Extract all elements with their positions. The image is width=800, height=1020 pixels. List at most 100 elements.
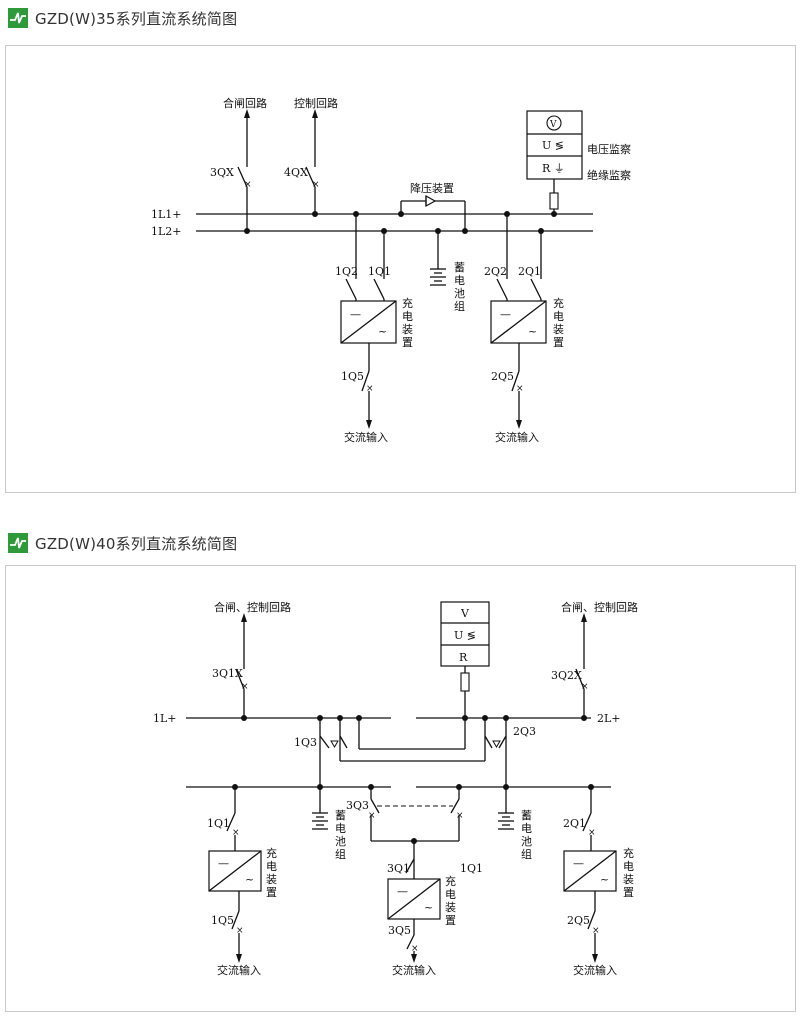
diagram-panel-40: 1L+ 2L+ × 3Q1X 合闸、控制回路 × 3Q2X 合闸、控制回路 (5, 565, 796, 1012)
arrow-down-icon (516, 420, 522, 429)
green-lightning-logo (8, 533, 28, 553)
dc-symbol: — (500, 308, 511, 321)
dc-symbol: — (218, 857, 229, 870)
switch-2q1-label: 2Q1 (518, 265, 541, 278)
arrow-up-icon (581, 613, 587, 622)
charger-char-3: 装 (553, 323, 564, 336)
charger-char-2: 电 (553, 310, 564, 323)
feeder-right: × 3Q2X 合闸、控制回路 (551, 600, 638, 721)
charger-char-3: 装 (623, 873, 634, 886)
battery-char-3: 池 (454, 287, 465, 300)
ac-symbol: ~ (245, 873, 254, 886)
battery-char-3: 池 (521, 835, 532, 848)
switch-2q3-label: 2Q3 (513, 725, 536, 738)
charger-1: × 1Q1 — ~ 充 电 装 置 × 1Q5 交流输入 (207, 784, 277, 977)
feeder-left: × 3Q1X 合闸、控制回路 (212, 600, 291, 721)
switch-4qx-label: 4QX (284, 166, 308, 179)
charger-char-4: 置 (402, 336, 413, 349)
svg-text:×: × (592, 926, 600, 936)
battery-bank: 蓄 电 池 组 (430, 228, 465, 313)
circuit-diagram-40: 1L+ 2L+ × 3Q1X 合闸、控制回路 × 3Q2X 合闸、控制回路 (153, 600, 638, 977)
svg-text:×: × (456, 811, 464, 821)
bus-1l2-label: 1L2+ (151, 225, 182, 238)
charger-3: 3Q1 1Q1 — ~ 充 电 装 置 × 3Q5 交流输入 (387, 841, 483, 977)
arrow-up-icon (312, 109, 318, 118)
control-circuit-label: 控制回路 (294, 96, 338, 110)
green-lightning-logo (8, 8, 28, 28)
charger-char-4: 置 (266, 886, 277, 899)
switch-3q1x-label: 3Q1X (212, 667, 243, 680)
charger-char-1: 充 (623, 846, 634, 860)
battery-char-4: 组 (335, 847, 346, 861)
bus-1l1-label: 1L1+ (151, 208, 182, 221)
charger-char-1: 充 (266, 846, 277, 860)
monitor-u-label: U ≶ (454, 629, 476, 642)
arrow-down-icon (411, 954, 417, 963)
battery-char-2: 电 (521, 822, 532, 835)
svg-text:×: × (241, 682, 249, 692)
monitor-r-label: R ⏚ (542, 162, 565, 175)
dc-symbol: — (397, 885, 408, 898)
arrow-down-icon (592, 954, 598, 963)
battery-char-1: 蓄 (521, 809, 532, 822)
charger-char-4: 置 (623, 886, 634, 899)
monitor-v-label: V (460, 607, 470, 620)
charger-2: 2Q2 2Q1 — ~ 充 电 装 置 × 2Q5 交流输入 (484, 211, 564, 444)
svg-text:×: × (236, 926, 244, 936)
charger-char-2: 电 (266, 860, 277, 873)
monitor-r-label: R (459, 651, 468, 664)
monitor-box: V U ≶ R (440, 601, 490, 721)
svg-text:×: × (516, 384, 524, 394)
battery-char-2: 电 (335, 822, 346, 835)
feeder-close-circuit: × 3QX 合闸回路 (210, 96, 267, 234)
switch-1q2-label: 1Q2 (335, 265, 358, 278)
battery-bank-left: 蓄 电 池 组 (312, 787, 346, 861)
battery-char-3: 池 (335, 835, 346, 848)
switch-3q3-label: 3Q3 (346, 799, 369, 812)
charger-1: 1Q2 1Q1 — ~ 充 电 装 置 × 1Q5 交流输入 (335, 211, 413, 444)
tie-switch-3q3: × × 3Q3 (346, 784, 464, 844)
diagram-panel-35: 1L1+ 1L2+ × 3QX 合闸回路 × 4QX 控制回路 (5, 45, 796, 493)
switch-2q1-label: 2Q1 (563, 817, 586, 830)
charger-char-3: 装 (445, 901, 456, 914)
svg-text:×: × (588, 828, 596, 838)
arrow-down-icon (236, 954, 242, 963)
charger-char-2: 电 (623, 860, 634, 873)
charger-char-2: 电 (402, 310, 413, 323)
svg-text:×: × (244, 180, 252, 190)
svg-text:×: × (366, 384, 374, 394)
switch-3qx-label: 3QX (210, 166, 234, 179)
bus-1l-label: 1L+ (153, 712, 177, 725)
step-down-label: 降压装置 (410, 181, 454, 195)
battery-bank-right: 蓄 电 池 组 (498, 787, 532, 861)
switch-3q5-label: 3Q5 (388, 924, 411, 937)
charger-char-2: 电 (445, 888, 456, 901)
voltage-monitor-label: 电压监察 (587, 142, 631, 156)
svg-text:×: × (368, 811, 376, 821)
charger-2: × 2Q1 — ~ 充 电 装 置 × 2Q5 交流输入 (563, 784, 634, 977)
bus-2l-label: 2L+ (597, 712, 621, 725)
circuit-diagram-35: 1L1+ 1L2+ × 3QX 合闸回路 × 4QX 控制回路 (151, 96, 631, 444)
charger-char-4: 置 (445, 914, 456, 927)
insulation-monitor-label: 绝缘监察 (587, 168, 631, 182)
switch-1q1-label: 1Q1 (207, 817, 230, 830)
battery-char-4: 组 (454, 299, 465, 313)
page-title: GZD(W)35系列直流系统简图 (35, 9, 238, 28)
svg-text:×: × (581, 682, 589, 692)
switch-3q1-label: 3Q1 (387, 862, 410, 875)
charger-char-1: 充 (445, 874, 456, 888)
diode-icon (425, 194, 437, 208)
ac-input-label-2: 交流输入 (495, 430, 539, 444)
dc-symbol: — (350, 308, 361, 321)
close-control-label-right: 合闸、控制回路 (561, 600, 638, 614)
monitor-box: V U ≶ R ⏚ 电压监察 绝缘监察 (526, 110, 631, 217)
tie-wiring: 1Q3 2Q3 (294, 715, 536, 790)
svg-text:×: × (312, 180, 320, 190)
arrow-up-icon (241, 613, 247, 622)
close-circuit-label: 合闸回路 (223, 96, 267, 110)
charger-char-4: 置 (553, 336, 564, 349)
charger-char-1: 充 (402, 296, 413, 310)
battery-char-1: 蓄 (454, 261, 465, 274)
ac-input-label-1: 交流输入 (344, 430, 388, 444)
step-down-device: 降压装置 (398, 181, 468, 234)
